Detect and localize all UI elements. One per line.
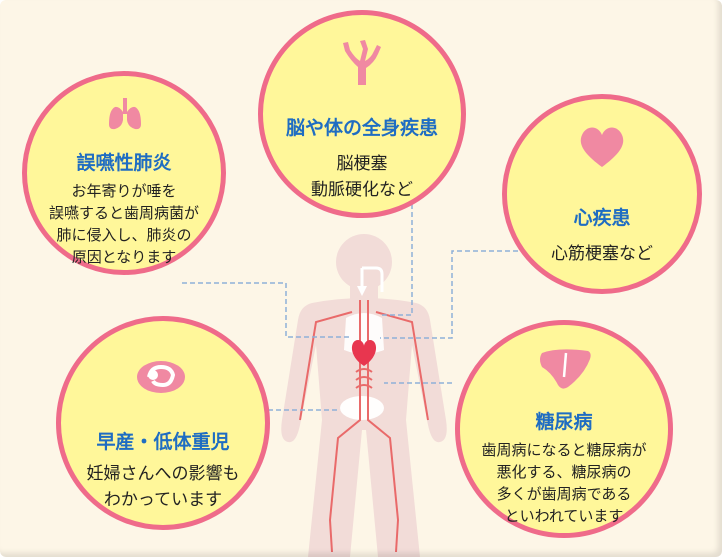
premature-birth-description: 妊婦さんへの影響も わかっています [61,461,265,513]
description-line: といわれています [504,507,624,525]
description-line: 動脈硬化など [311,180,413,200]
aspiration-pneumonia-description: お年寄りが唾を 誤嚥すると歯周病菌が 肺に侵入し、肺炎の 原因となります [27,180,221,268]
lungs-icon [109,98,141,130]
diabetes-description: 歯周病になると糖尿病が 悪化する、糖尿病の 多くが歯周病である といわれています [460,439,668,527]
description-line: わかっています [103,490,223,510]
premature-birth-title: 早産・低体重児 [96,431,230,453]
aspiration-pneumonia-bubble: 誤嚥性肺炎 お年寄りが唾を 誤嚥すると歯周病菌が 肺に侵入し、肺炎の 原因となり… [22,71,226,275]
description-line: 原因となります [71,248,177,266]
blood-vessels [299,300,429,553]
description-line: 誤嚥すると歯周病菌が [48,204,199,222]
description-line: 肺に侵入し、肺炎の [56,226,192,244]
heart-disease-bubble: 心疾患 心筋梗塞など [502,94,702,294]
liver-icon [540,349,591,389]
description-line: 歯周病になると糖尿病が [481,441,647,459]
description-line: 心筋梗塞など [551,244,653,264]
connector-lines [182,196,518,411]
description-line: 悪化する、糖尿病の [496,463,632,481]
heart-icon [580,127,624,167]
description-line: 妊婦さんへの影響も [86,464,240,484]
fetus-icon [137,361,185,393]
body-heart-icon [351,340,377,366]
description-line: お年寄りが唾を [71,182,177,200]
body-silhouette [281,234,447,557]
brain-systemic-title: 脳や体の全身疾患 [285,117,438,139]
blood-vessel-icon [343,40,381,85]
description-line: 脳梗塞 [336,154,388,174]
brain-systemic-description: 脳梗塞 動脈硬化など [263,151,461,203]
diabetes-bubble: 糖尿病 歯周病になると糖尿病が 悪化する、糖尿病の 多くが歯周病である といわれ… [455,320,673,538]
diabetes-title: 糖尿病 [535,411,593,433]
aspiration-pneumonia-title: 誤嚥性肺炎 [76,152,172,174]
brain-systemic-bubble: 脳や体の全身疾患 脳梗塞 動脈硬化など [258,10,466,218]
premature-birth-bubble: 早産・低体重児 妊婦さんへの影響も わかっています [56,316,270,530]
heart-disease-title: 心疾患 [573,207,631,229]
description-line: 多くが歯周病である [496,485,632,503]
heart-disease-description: 心筋梗塞など [507,241,697,267]
